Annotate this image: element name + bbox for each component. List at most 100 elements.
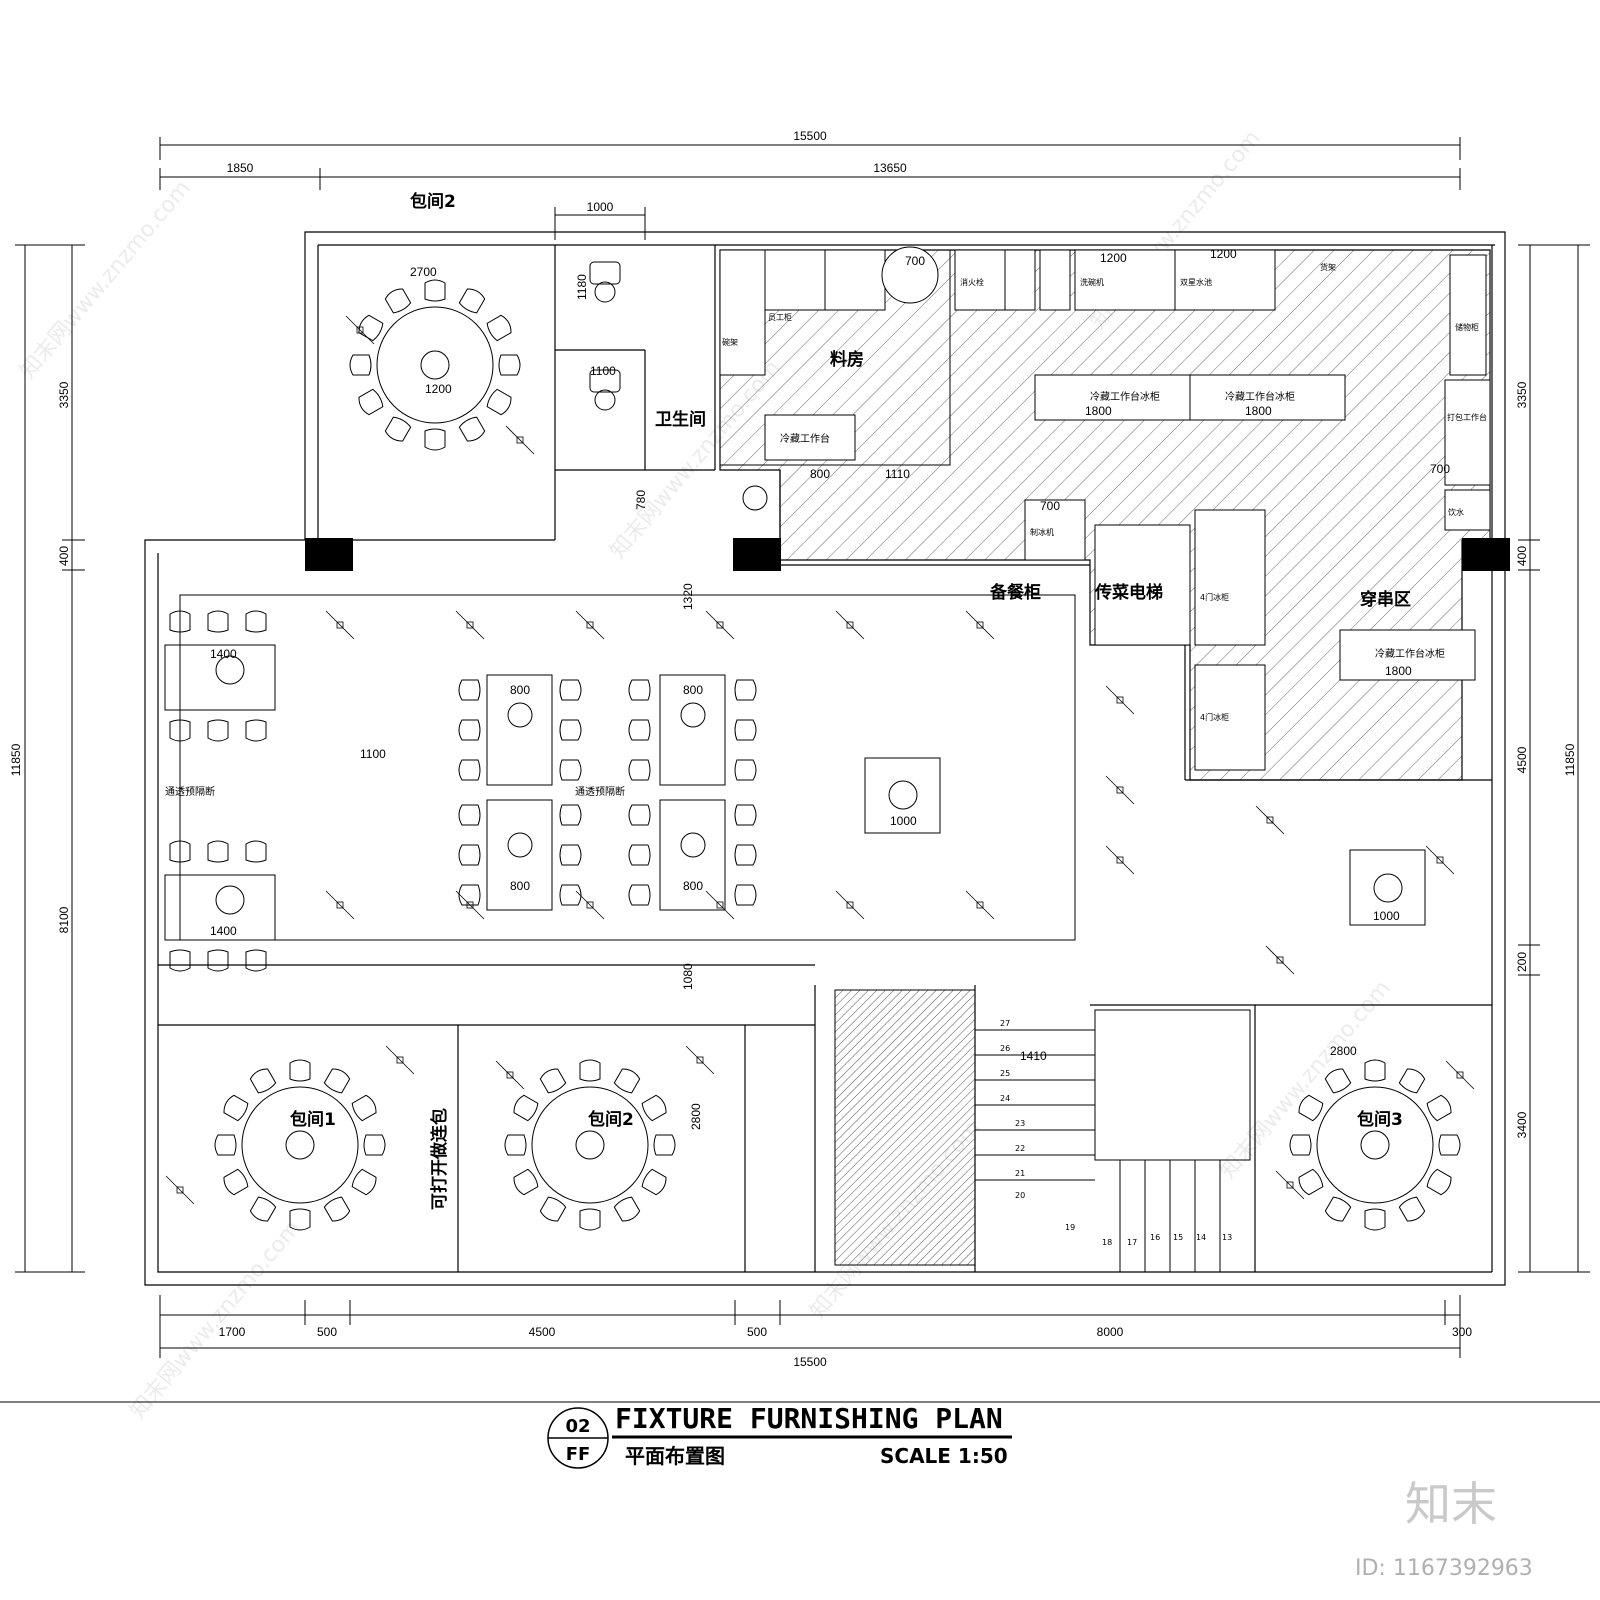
dim-bottom-seg: 500 xyxy=(747,1325,767,1339)
dim: 800 xyxy=(683,683,703,697)
chair xyxy=(207,610,229,633)
room-label-private-2: 包间2 xyxy=(588,1109,634,1130)
stair-number: 18 xyxy=(1102,1238,1112,1247)
stair-number: 17 xyxy=(1127,1238,1137,1247)
chair xyxy=(559,804,582,826)
drawing-title: FIXTURE FURNISHING PLAN xyxy=(615,1402,1003,1435)
chair xyxy=(559,719,582,741)
dining-hall-ceiling xyxy=(179,594,1076,941)
dim-right-seg: 400 xyxy=(1515,546,1529,566)
chair xyxy=(559,679,582,701)
chair xyxy=(734,719,757,741)
kitchen-labels: 料房 卫生间 穿串区 备餐柜 传菜电梯 冷藏工作台冰柜 冷藏工作台冰柜 冷藏工作… xyxy=(655,262,1487,722)
ceiling-light xyxy=(575,890,605,920)
fixture-label: 制冰机 xyxy=(1030,527,1054,537)
chair xyxy=(322,1194,352,1225)
drawing-scale: SCALE 1:50 xyxy=(880,1444,1008,1468)
watermark-text: 知末网www.znzmo.com xyxy=(15,176,195,384)
dim: 700 xyxy=(1040,499,1060,513)
dim-bottom-seg: 4500 xyxy=(529,1325,556,1339)
ceiling-light xyxy=(345,315,375,345)
stair-number: 13 xyxy=(1222,1233,1232,1242)
stair-number: 25 xyxy=(1000,1069,1010,1078)
chair xyxy=(734,804,757,826)
ceiling-light xyxy=(685,1045,715,1075)
dim: 700 xyxy=(905,254,925,268)
chair xyxy=(498,354,521,376)
dim: 1800 xyxy=(1245,404,1272,418)
chair xyxy=(734,679,757,701)
stair-number: 23 xyxy=(1015,1119,1025,1128)
chair xyxy=(424,428,446,451)
stair-number: 15 xyxy=(1173,1233,1183,1242)
stair-number: 21 xyxy=(1015,1169,1025,1178)
private-rooms-bottom xyxy=(241,1086,1434,1204)
chair xyxy=(214,1134,237,1156)
room-label-skewer-area: 穿串区 xyxy=(1360,589,1411,610)
chair xyxy=(248,1194,278,1225)
dim: 2800 xyxy=(1330,1044,1357,1058)
chair xyxy=(1295,1167,1326,1197)
ceiling-light xyxy=(965,610,995,640)
chair xyxy=(349,1093,380,1123)
dim: 1080 xyxy=(681,963,695,990)
chair xyxy=(458,844,481,866)
stair-number: 19 xyxy=(1065,1223,1075,1232)
dim: 1100 xyxy=(360,747,386,761)
room-label-elevator: 传菜电梯 xyxy=(1094,582,1163,603)
dim: 800 xyxy=(810,467,830,481)
fixture-label: 双星水池 xyxy=(1180,277,1212,287)
fixture-label: 打包工作台 xyxy=(1447,412,1487,422)
fixture-label: 冷藏工作台冰柜 xyxy=(1375,647,1445,660)
watermark-text: 知末网www.znzmo.com xyxy=(125,1216,305,1424)
chair xyxy=(1424,1167,1455,1197)
watermark-logo: 知末 xyxy=(1405,1477,1497,1531)
chair xyxy=(245,840,267,863)
chair xyxy=(424,279,446,302)
kitchen-dims: 1200 1200 700 1800 1800 1800 800 1110 70… xyxy=(810,247,1450,678)
dim-bottom-seg: 1700 xyxy=(219,1325,246,1339)
dim-bottom-total: 15500 xyxy=(793,1355,827,1369)
fixture-label: 4门冰柜 xyxy=(1200,712,1229,722)
square-tables xyxy=(864,757,1426,926)
dim: 800 xyxy=(510,683,530,697)
fixture-label: 消火栓 xyxy=(960,277,984,287)
chair xyxy=(207,949,229,972)
ceiling-light xyxy=(1425,845,1455,875)
dim: 2800 xyxy=(689,1103,703,1130)
dim-left-seg: 8100 xyxy=(57,906,71,933)
chair xyxy=(538,1065,568,1096)
chair xyxy=(169,949,191,972)
ceiling-light xyxy=(705,610,735,640)
chair xyxy=(628,719,651,741)
fixture-label: 饮水 xyxy=(1448,507,1464,517)
four-tables xyxy=(486,674,726,911)
ceiling-light xyxy=(385,1045,415,1075)
chair xyxy=(245,719,267,742)
chair xyxy=(349,354,372,376)
room-label-storeroom: 料房 xyxy=(830,349,864,370)
chair xyxy=(734,844,757,866)
chair xyxy=(1397,1065,1427,1096)
fixture-label: 货架 xyxy=(1320,262,1336,272)
fixture-label: 员工柜 xyxy=(768,312,792,322)
dim: 1200 xyxy=(425,382,452,396)
chair xyxy=(510,1167,541,1197)
dim-bottom-seg: 300 xyxy=(1452,1325,1472,1339)
room-label-private-3: 包间3 xyxy=(1357,1109,1403,1130)
chair xyxy=(355,313,386,343)
chair xyxy=(457,285,487,316)
ceiling-light xyxy=(575,610,605,640)
fixture-label: 储物柜 xyxy=(1455,322,1479,332)
chair xyxy=(504,1134,527,1156)
fixture-label: 冷藏工作台 xyxy=(780,432,830,445)
stair-number: 26 xyxy=(1000,1044,1010,1053)
stairs xyxy=(975,1009,1251,1272)
chair xyxy=(628,884,651,906)
chair xyxy=(458,719,481,741)
chair xyxy=(559,844,582,866)
chair xyxy=(734,759,757,781)
room-label-toilet: 卫生间 xyxy=(655,409,706,430)
title-block: 02 FF FIXTURE FURNISHING PLAN 平面布置图 SCAL… xyxy=(0,1401,1600,1469)
chair xyxy=(355,387,386,417)
